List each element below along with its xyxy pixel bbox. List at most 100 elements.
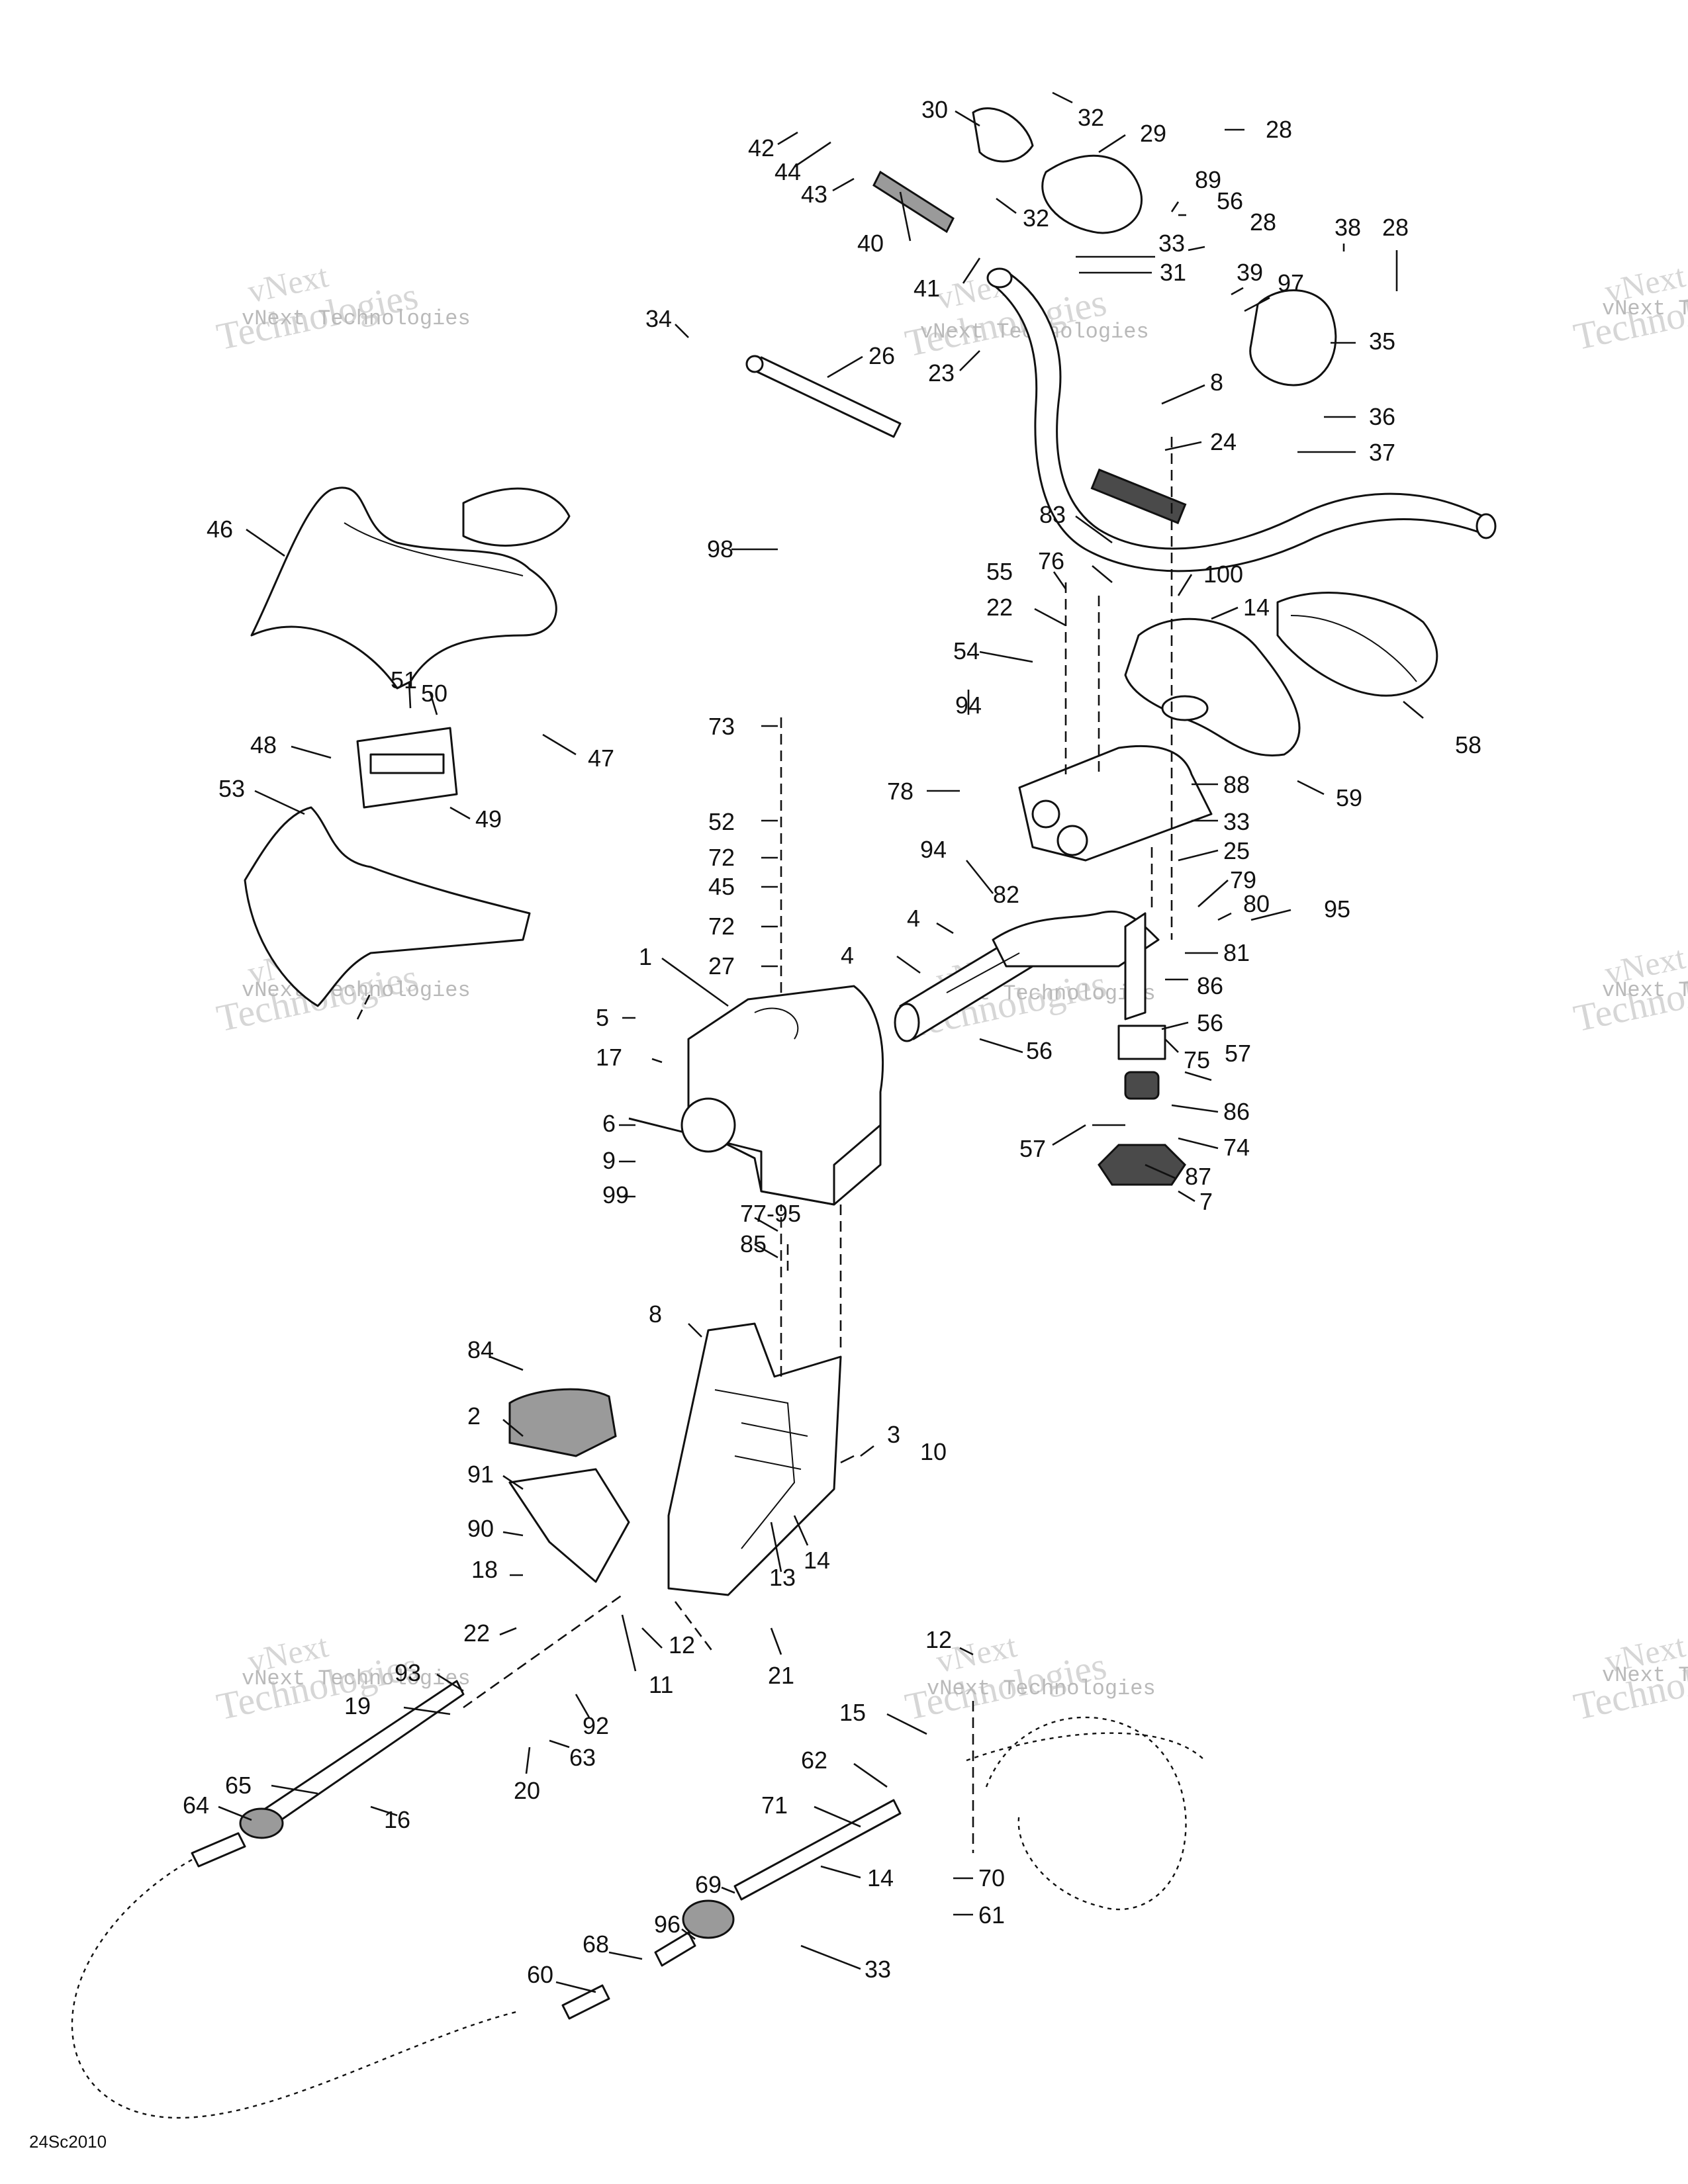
callout-label: 22: [986, 594, 1013, 621]
callout-label: 4: [841, 942, 854, 969]
watermark: vNext Technologies: [902, 263, 1110, 365]
steering-stem: [894, 910, 1160, 1042]
callout-label: 75: [1184, 1046, 1210, 1073]
callout-label: 32: [1023, 205, 1049, 232]
callout-label: 78: [887, 778, 914, 805]
callout-label: 95: [1324, 895, 1350, 923]
callout-label: 5: [596, 1004, 609, 1031]
steering-cable-left: [71, 1680, 517, 2119]
callout-label: 92: [583, 1712, 609, 1739]
callout-label: 57: [1225, 1040, 1251, 1067]
callout-label: 45: [708, 873, 735, 900]
callout-label: 70: [978, 1864, 1005, 1891]
callout-label: 94: [920, 836, 947, 863]
side-cover: [244, 806, 531, 1007]
callout-label: 26: [868, 342, 895, 369]
callout-label: 100: [1203, 561, 1243, 588]
callout-label: 58: [1455, 731, 1481, 758]
callout-label: 83: [1039, 501, 1066, 528]
callout-label: 91: [467, 1461, 494, 1488]
callout-label: 44: [774, 158, 801, 185]
callout-label: 7: [1199, 1188, 1213, 1215]
callout-label: 73: [708, 713, 735, 740]
callout-label: 48: [250, 731, 277, 758]
steering-housing: [628, 985, 884, 1206]
callout-label: 28: [1266, 116, 1292, 143]
callout-label: 69: [695, 1871, 722, 1898]
callout-label: 56: [1197, 1009, 1223, 1036]
callout-labels: 30 32 29 28 42 44 43 32 89 56 28 38 28 4…: [183, 96, 1481, 1988]
callout-label: 35: [1369, 328, 1395, 355]
callout-label: 64: [183, 1792, 209, 1819]
callout-label: 25: [1223, 837, 1250, 864]
callout-label: 30: [921, 96, 948, 123]
callout-label: 76: [1038, 547, 1064, 574]
callout-label: 12: [925, 1626, 952, 1653]
callout-label: 1: [639, 943, 652, 970]
callout-label: 12: [669, 1631, 695, 1659]
callout-label: 47: [588, 745, 614, 772]
callout-label: 55: [986, 558, 1013, 585]
callout-label: 32: [1078, 104, 1104, 131]
callout-label: 33: [865, 1956, 891, 1983]
callout-label: 93: [395, 1659, 421, 1686]
callout-label: 16: [384, 1806, 410, 1833]
watermark-small: vNext Technologies: [1602, 296, 1688, 321]
callout-label: 42: [748, 134, 774, 161]
callout-label: 29: [1140, 120, 1166, 147]
watermark-small: vNext Technologies: [1602, 1663, 1688, 1688]
handlebar-pad: [1276, 592, 1438, 697]
callout-label: 60: [527, 1961, 553, 1988]
leader-lines: [218, 91, 1424, 1993]
callout-label: 72: [708, 844, 735, 871]
callout-label: 13: [769, 1564, 796, 1591]
watermark-small: vNext Technologies: [242, 306, 471, 331]
callout-label: 82: [993, 881, 1019, 908]
callout-label: 52: [708, 808, 735, 835]
callout-label: 68: [583, 1931, 609, 1958]
callout-label: 17: [596, 1044, 622, 1071]
callout-label: 18: [471, 1556, 498, 1583]
callout-label: 74: [1223, 1134, 1250, 1161]
callout-label: 50: [421, 680, 447, 707]
callout-label: 10: [920, 1438, 947, 1465]
watermark: vNext Technologies: [213, 257, 422, 358]
callout-label: 71: [761, 1792, 788, 1819]
callout-label: 36: [1369, 403, 1395, 430]
callout-label: 56: [1217, 187, 1243, 214]
callout-label: 65: [225, 1772, 252, 1799]
callout-label: 86: [1197, 972, 1223, 999]
callout-label: 39: [1237, 259, 1263, 286]
callout-label: 77-95: [740, 1200, 801, 1227]
callout-label: 33: [1158, 230, 1185, 257]
control-block: [356, 727, 458, 809]
reference-code: 24Sc2010: [29, 2132, 107, 2152]
callout-label: 41: [914, 275, 940, 302]
callout-label: 79: [1230, 866, 1256, 893]
callout-label: 87: [1185, 1163, 1211, 1190]
steering-cable-right: [561, 1799, 902, 2020]
callout-label: 88: [1223, 771, 1250, 798]
bumper-pad: [462, 487, 571, 547]
callout-label: 97: [1278, 269, 1304, 296]
callout-label: 14: [804, 1547, 830, 1574]
callout-label: 3: [887, 1421, 900, 1448]
callout-label: 43: [801, 181, 827, 208]
callout-label: 49: [475, 805, 502, 833]
callout-label: 22: [463, 1619, 490, 1647]
callout-label: 56: [1026, 1037, 1053, 1064]
nozzle-outline: [966, 1716, 1205, 1911]
callout-label: 15: [839, 1699, 866, 1726]
tilt-knob-assembly: [1098, 1024, 1186, 1186]
callout-label: 38: [1335, 214, 1361, 241]
callout-label: 54: [953, 637, 980, 664]
callout-label: 72: [708, 913, 735, 940]
callout-label: 98: [707, 535, 733, 563]
watermark-small: vNext Technologies: [927, 1676, 1156, 1701]
callout-label: 34: [645, 305, 672, 332]
watermark-small: vNext Technologies: [1602, 978, 1688, 1003]
handlebar-cover: [250, 486, 557, 690]
callout-label: 80: [1243, 890, 1270, 917]
watermark-small: vNext Technologies: [242, 978, 471, 1003]
